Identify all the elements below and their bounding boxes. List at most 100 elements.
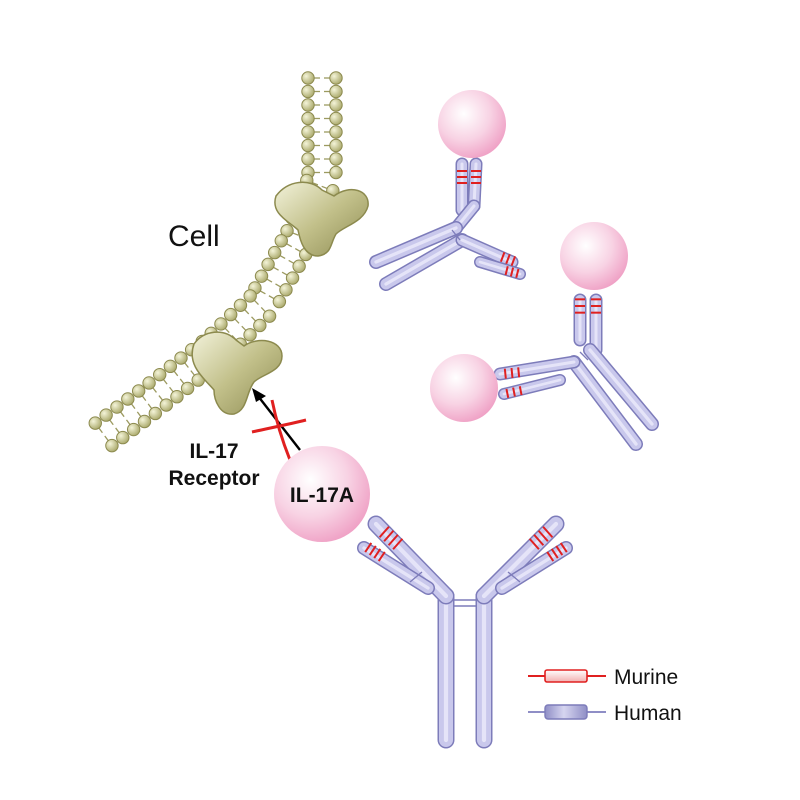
- lipid-head: [142, 376, 156, 390]
- antibody-large: [357, 515, 573, 749]
- murine-stripe: [378, 526, 390, 538]
- lipid-head: [253, 318, 267, 333]
- cell-label: Cell: [168, 220, 220, 253]
- lipid-head: [223, 307, 238, 322]
- lipid-head: [174, 351, 188, 365]
- lipid-head: [105, 438, 119, 453]
- murine-stripe: [510, 367, 514, 379]
- legend-human-swatch: [528, 704, 606, 720]
- disulfide-bond: [451, 229, 461, 241]
- lipid-head: [279, 283, 293, 297]
- murine-stripe: [387, 534, 399, 546]
- lipid-head: [99, 408, 113, 422]
- lipid-head: [274, 234, 288, 248]
- murine-stripe: [512, 387, 516, 397]
- murine-stripe: [503, 368, 507, 379]
- murine-stripe: [368, 545, 377, 556]
- lipid-head: [329, 71, 343, 85]
- antibody-top: [369, 157, 526, 291]
- lipid-head: [329, 98, 343, 112]
- lipid-head: [267, 245, 282, 260]
- murine-stripe: [505, 253, 511, 265]
- disulfide-bond: [507, 571, 521, 583]
- murine-stripe: [517, 367, 521, 378]
- antigen-ball-right: [560, 222, 628, 290]
- lipid-head: [214, 317, 228, 331]
- lipid-head: [261, 257, 275, 272]
- antigen-ball-top: [438, 90, 506, 158]
- lipid-head: [180, 381, 195, 396]
- lipid-head: [121, 392, 135, 406]
- lipid-head: [137, 414, 152, 429]
- lipid-head: [329, 125, 343, 139]
- lipid-head: [280, 224, 294, 238]
- lipid-head: [148, 406, 163, 421]
- il17-receptor-lower: [191, 331, 283, 415]
- murine-stripe: [383, 530, 395, 542]
- lipid-head: [285, 271, 300, 285]
- antigen-ball-left: [430, 354, 498, 422]
- murine-stripe: [546, 551, 555, 562]
- lipid-head: [272, 294, 287, 309]
- lipid-head: [329, 165, 343, 180]
- lipid-head: [131, 384, 146, 398]
- block-cross-icon: [251, 399, 307, 461]
- lipid-head: [329, 138, 343, 153]
- lipid-head: [262, 309, 277, 323]
- lipid-head: [292, 259, 306, 273]
- murine-stripe: [510, 255, 517, 267]
- murine-stripe: [533, 534, 545, 546]
- legend-murine-swatch: [528, 669, 606, 683]
- murine-stripe: [518, 386, 523, 396]
- lipid-head: [88, 416, 102, 430]
- lipid-head: [301, 138, 315, 153]
- disulfide-bond: [579, 351, 589, 361]
- lipid-head: [126, 422, 141, 437]
- lipid-head: [301, 98, 315, 112]
- lipid-head: [233, 298, 248, 312]
- lipid-head: [254, 269, 269, 283]
- lipid-head: [110, 400, 124, 414]
- murine-stripe: [555, 545, 564, 556]
- murine-stripe: [528, 538, 540, 550]
- il17a-label: IL-17A: [290, 484, 354, 507]
- lipid-head: [301, 71, 315, 85]
- lipid-head: [243, 328, 257, 342]
- light-chain-left-shine: [362, 546, 430, 590]
- antibody-middle: [493, 293, 659, 451]
- lipid-head: [301, 111, 315, 126]
- disulfide-bond: [409, 571, 423, 583]
- lipid-head: [329, 84, 343, 99]
- legend-murine-label: Murine: [614, 666, 678, 689]
- murine-stripe: [504, 266, 509, 276]
- lipid-head: [163, 359, 178, 374]
- murine-stripe: [392, 538, 404, 550]
- lipid-head: [301, 152, 315, 166]
- receptor-label-line2: Receptor: [168, 467, 259, 490]
- murine-stripe: [509, 267, 515, 277]
- il17-receptor-upper: [274, 181, 369, 257]
- heavy-chain-stem-1-shine: [374, 226, 458, 264]
- murine-stripe: [542, 526, 554, 538]
- murine-stripe: [364, 542, 373, 553]
- legend: Murine Human: [528, 666, 682, 725]
- heavy-chain-lower-arm-shine: [460, 238, 514, 264]
- heavy-chain-stem-2-shine: [384, 238, 464, 286]
- lipid-head: [301, 84, 315, 99]
- lipid-head: [116, 430, 130, 445]
- heavy-chain-stem-1-shine: [588, 348, 654, 426]
- light-chain-lower-shine: [478, 260, 522, 276]
- heavy-chain-stem-2-shine: [572, 360, 638, 446]
- lipid-head: [170, 390, 184, 404]
- lipid-head: [329, 152, 343, 166]
- murine-stripe: [505, 388, 510, 398]
- lipid-head: [153, 367, 167, 382]
- murine-stripe: [373, 548, 382, 559]
- murine-stripe: [559, 542, 568, 553]
- receptor-label-line1: IL-17: [189, 440, 238, 463]
- murine-stripe: [499, 251, 506, 263]
- lipid-head: [301, 125, 315, 139]
- murine-stripe: [515, 268, 520, 278]
